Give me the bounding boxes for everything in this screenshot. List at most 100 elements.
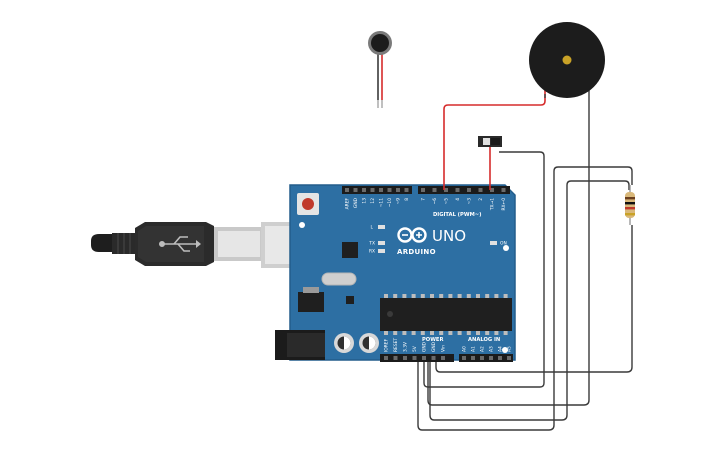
header-pin — [490, 188, 494, 192]
led-l-label: L — [371, 225, 374, 231]
pin-label: RESET — [393, 338, 399, 352]
crystal-oscillator — [321, 272, 357, 286]
voltage-regulator — [298, 287, 324, 312]
chip-leg — [439, 331, 444, 335]
small-chip — [346, 296, 354, 304]
pin-label: GND — [431, 341, 437, 352]
header-pin — [403, 356, 407, 360]
chip-leg — [448, 294, 453, 298]
header-pin — [379, 188, 383, 192]
pin-label: GND — [422, 341, 428, 352]
pin-label: 7 — [421, 198, 427, 201]
chip-leg — [476, 294, 480, 298]
pin-label: ~9 — [396, 198, 402, 205]
mount-hole — [503, 245, 509, 251]
pin-label: ~5 — [444, 198, 450, 205]
chip-leg — [448, 331, 453, 335]
chip-leg — [485, 331, 490, 335]
pin-label: ~11 — [379, 198, 385, 207]
pin-label: AREF — [345, 198, 351, 210]
led-tx-label: TX — [368, 241, 375, 247]
wire-resistor-to-power — [435, 225, 633, 373]
wire-long-return — [566, 180, 630, 190]
power-label: POWER — [422, 337, 443, 343]
pin-label: 13 — [362, 198, 368, 204]
led-rx — [378, 249, 385, 253]
led-rx-label: RX — [369, 249, 375, 255]
chip-leg — [439, 294, 444, 298]
header-pin — [370, 188, 375, 192]
chip-leg — [393, 294, 398, 298]
usb-icon — [159, 236, 196, 252]
wires-ground — [417, 85, 633, 431]
pin-label: 12 — [370, 198, 376, 204]
pin-label: 5V — [412, 346, 418, 352]
chip-leg — [411, 294, 416, 298]
header-pin — [467, 188, 471, 192]
pin-label: ~10 — [387, 198, 393, 207]
header-pin — [345, 188, 349, 192]
header-pin — [444, 188, 448, 192]
header-pin — [393, 356, 398, 360]
header-pin — [362, 188, 366, 192]
vibration-motor — [368, 31, 392, 108]
slide-switch — [478, 136, 502, 147]
header-pin — [387, 188, 392, 192]
header-pin — [353, 188, 358, 192]
chip-leg — [503, 331, 508, 335]
brand-name: ARDUINO — [397, 248, 436, 256]
header-pin — [421, 188, 425, 192]
digital-label: DIGITAL (PWM~) — [433, 212, 481, 218]
led-l — [378, 225, 385, 229]
pin-label: TX→1 — [490, 198, 496, 211]
pin-label: 3.3V — [403, 342, 409, 352]
wires-signal — [443, 85, 546, 190]
header-pin — [478, 188, 483, 192]
header-pin — [422, 356, 426, 360]
chip-leg — [384, 331, 388, 335]
chip-leg — [476, 331, 480, 335]
header-pin — [404, 188, 409, 192]
mount-hole — [502, 347, 508, 353]
chip-leg — [494, 331, 499, 335]
wire-switch-to-board — [423, 151, 545, 388]
chip-leg — [393, 331, 398, 335]
pin-label: A3 — [489, 346, 495, 352]
led-tx — [378, 241, 385, 245]
chip-leg — [384, 294, 388, 298]
pin-label: A2 — [480, 346, 486, 352]
chip-leg — [402, 294, 407, 298]
pin-label: GND — [353, 197, 359, 208]
pin-label: 4 — [455, 198, 461, 201]
header-pin — [412, 356, 417, 360]
header-pin — [480, 356, 484, 360]
chip-leg — [457, 331, 462, 335]
pin-label: Vin — [441, 345, 447, 352]
chip-leg — [402, 331, 407, 335]
header-pin — [501, 188, 506, 192]
chip-leg — [420, 331, 425, 335]
capacitor — [334, 333, 354, 353]
chip-leg — [503, 294, 508, 298]
pin-label: A1 — [471, 346, 477, 352]
chip-leg — [466, 331, 471, 335]
header-pin — [432, 188, 437, 192]
chip-leg — [430, 331, 434, 335]
wire-resistor-loop — [417, 166, 633, 431]
led-on-label: ON — [500, 241, 507, 247]
header-pin — [396, 188, 400, 192]
header-pin — [441, 356, 445, 360]
usb-controller-chip — [342, 242, 358, 258]
pin-label: IOREF — [384, 338, 390, 352]
capacitor — [359, 333, 379, 353]
chip-leg — [485, 294, 490, 298]
atmega-chip — [380, 294, 512, 335]
wire-buzzer-to-gnd — [427, 85, 590, 406]
arduino-logo — [397, 227, 427, 243]
header-pin — [384, 356, 388, 360]
pin-label: A4 — [498, 346, 504, 352]
